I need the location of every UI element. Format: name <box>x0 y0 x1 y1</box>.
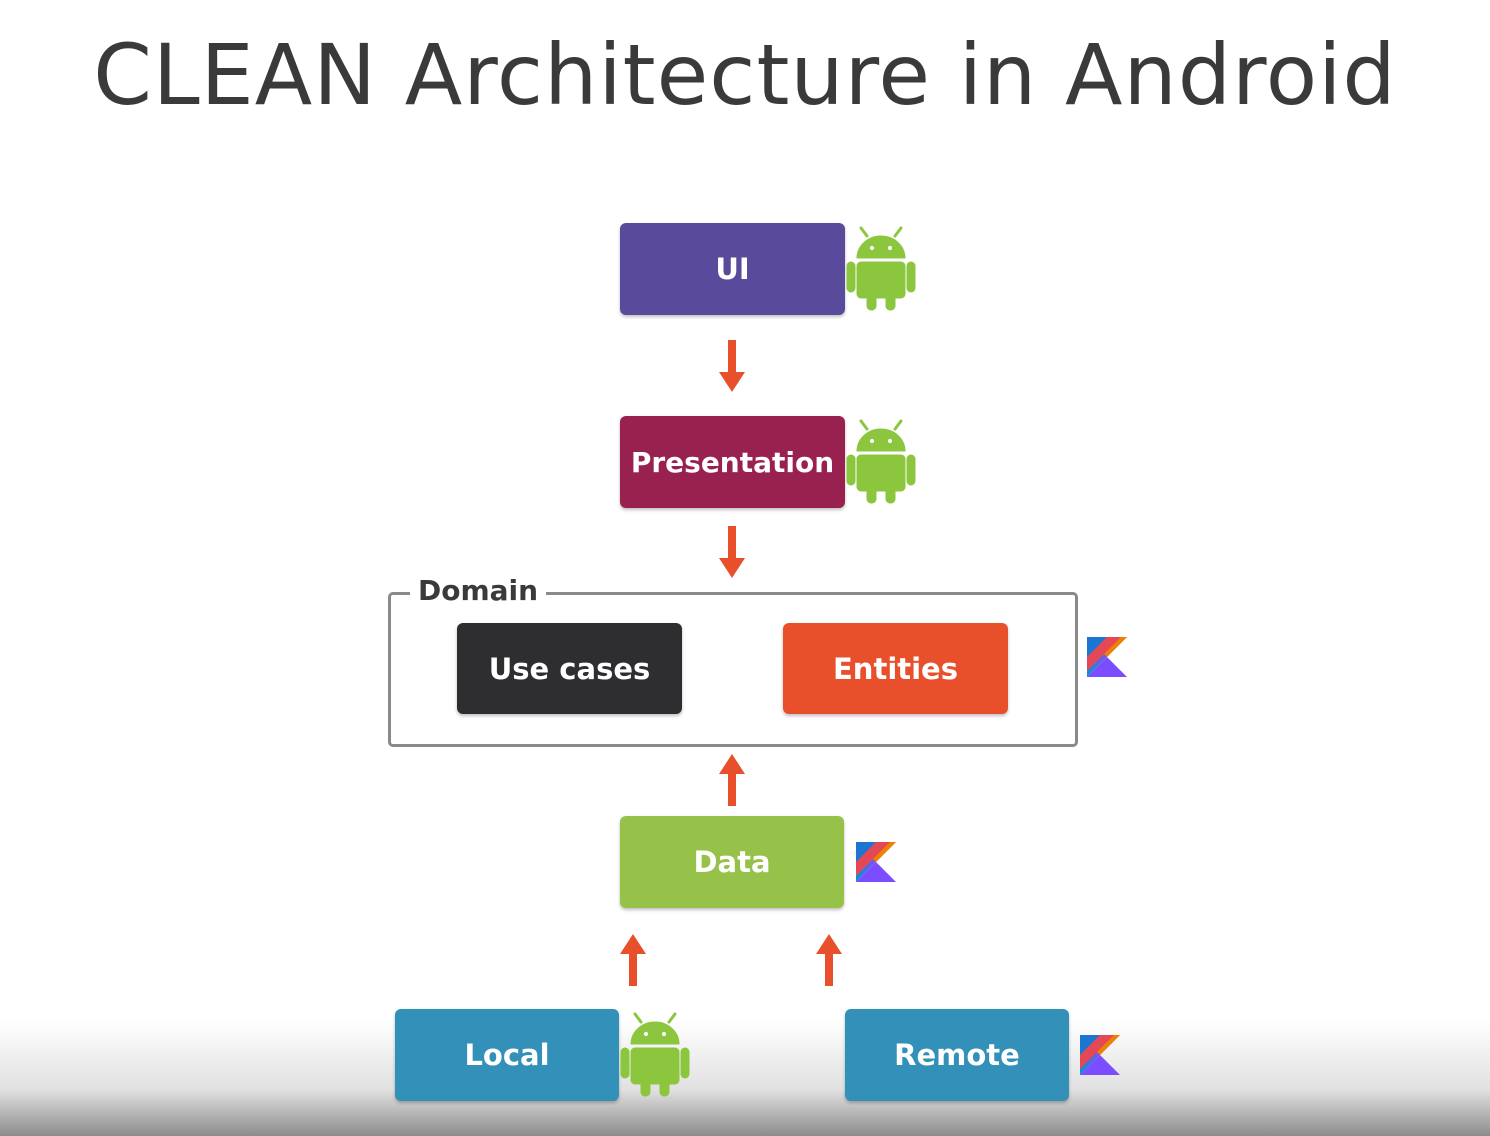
kotlin-icon <box>1087 637 1127 677</box>
android-icon <box>845 419 917 505</box>
android-icon <box>619 1012 691 1098</box>
presentation-layer-box: Presentation <box>620 416 845 508</box>
arrow-remote-to-data <box>816 934 842 986</box>
android-icon <box>845 226 917 312</box>
domain-group-label: Domain <box>410 574 547 607</box>
data-layer-box: Data <box>620 816 844 908</box>
kotlin-icon <box>856 842 896 882</box>
arrow-data-to-domain <box>719 754 745 806</box>
arrow-local-to-data <box>620 934 646 986</box>
domain-group-frame <box>388 592 1078 747</box>
use-cases-box: Use cases <box>457 623 682 714</box>
remote-source-box: Remote <box>845 1009 1069 1101</box>
slide-title: CLEAN Architecture in Android <box>93 26 1397 124</box>
local-source-box: Local <box>395 1009 619 1101</box>
arrow-ui-to-presentation <box>719 340 745 392</box>
arrow-presentation-to-domain <box>719 526 745 578</box>
entities-box: Entities <box>783 623 1008 714</box>
bottom-shade <box>0 1020 1490 1136</box>
kotlin-icon <box>1080 1035 1120 1075</box>
ui-layer-box: UI <box>620 223 845 315</box>
